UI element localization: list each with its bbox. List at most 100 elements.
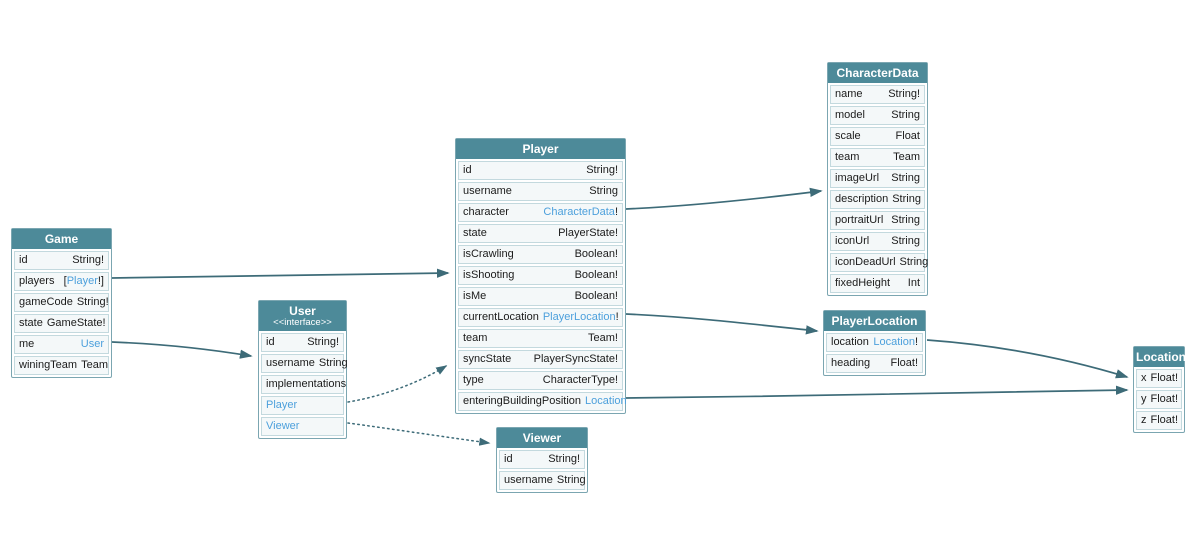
entity-header-game[interactable]: Game [12,229,111,249]
type-text: String [318,357,348,369]
entity-header-characterdata[interactable]: CharacterData [828,63,927,83]
field-characterdata-portraiturl[interactable]: portraitUrl String [830,211,925,230]
edge-game-players-to-player [111,268,450,279]
field-name: state [463,227,487,239]
entity-header-location[interactable]: Location [1134,347,1186,367]
type-link[interactable]: PlayerLocation [542,311,616,323]
field-game-players[interactable]: players[Player!] [14,272,109,291]
field-name: id [463,164,472,176]
type-text: Team! [588,332,618,344]
type-text: String! [548,453,580,465]
type-text: ! [615,311,619,323]
field-name: portraitUrl [835,214,884,226]
type-text: Float! [1150,372,1179,384]
entity-header-playerlocation[interactable]: PlayerLocation [824,311,925,331]
type-link[interactable]: CharacterData [543,206,615,218]
type-link[interactable]: Location [873,336,915,348]
field-name: state [19,317,43,329]
field-type: [Player!] [64,275,104,288]
field-name: type [463,374,484,386]
field-name: id [266,336,275,348]
field-user-id[interactable]: id String! [261,333,344,352]
field-type: String [557,474,586,487]
entity-header-viewer[interactable]: Viewer [497,428,587,448]
field-name: username [266,357,315,369]
field-type: PlayerSyncState! [534,353,618,366]
type-link[interactable]: Location [585,395,627,407]
type-link[interactable]: User [80,338,104,350]
field-type: String! [72,254,104,267]
field-user-viewer[interactable]: Viewer [261,417,344,436]
field-type: String [319,357,348,370]
field-name: character [463,206,509,218]
entity-header-player[interactable]: Player [456,139,625,159]
field-characterdata-iconurl[interactable]: iconUrl String [830,232,925,251]
field-type: String [891,235,920,248]
field-name-link[interactable]: Player [266,399,298,411]
field-characterdata-team[interactable]: team Team [830,148,925,167]
field-type: Boolean! [575,269,618,282]
field-type: String [891,214,920,227]
entity-header-user[interactable]: User<<interface>> [259,301,346,331]
field-type: Team [893,151,920,164]
type-link[interactable]: Player [66,275,98,287]
type-text: String! [307,336,339,348]
field-name: username [504,474,553,486]
type-text: String! [76,296,109,308]
field-name: fixedHeight [835,277,891,289]
field-name-link[interactable]: Viewer [266,420,300,432]
field-name: team [835,151,860,163]
type-text: Team [81,359,108,371]
type-text: String [891,109,920,121]
field-type: Int [908,277,920,290]
field-characterdata-fixedheight[interactable]: fixedHeight Int [830,274,925,293]
type-text: Float! [1150,414,1179,426]
field-type: Float [896,130,920,143]
field-type: String [891,109,920,122]
field-name: iconUrl [835,235,870,247]
field-viewer-username[interactable]: username String [499,471,586,490]
type-text: String! [72,254,104,266]
field-type: String [891,172,920,185]
field-type: Boolean! [575,248,618,261]
field-user-player[interactable]: Player [261,396,344,415]
field-type: String! [888,88,920,101]
field-name: username [463,185,512,197]
type-text: String [892,193,921,205]
type-text: String [589,185,618,197]
field-player-username[interactable]: username String [458,182,623,201]
field-user-implementations[interactable]: implementations [261,375,346,394]
entity-title: PlayerLocation [831,314,918,328]
